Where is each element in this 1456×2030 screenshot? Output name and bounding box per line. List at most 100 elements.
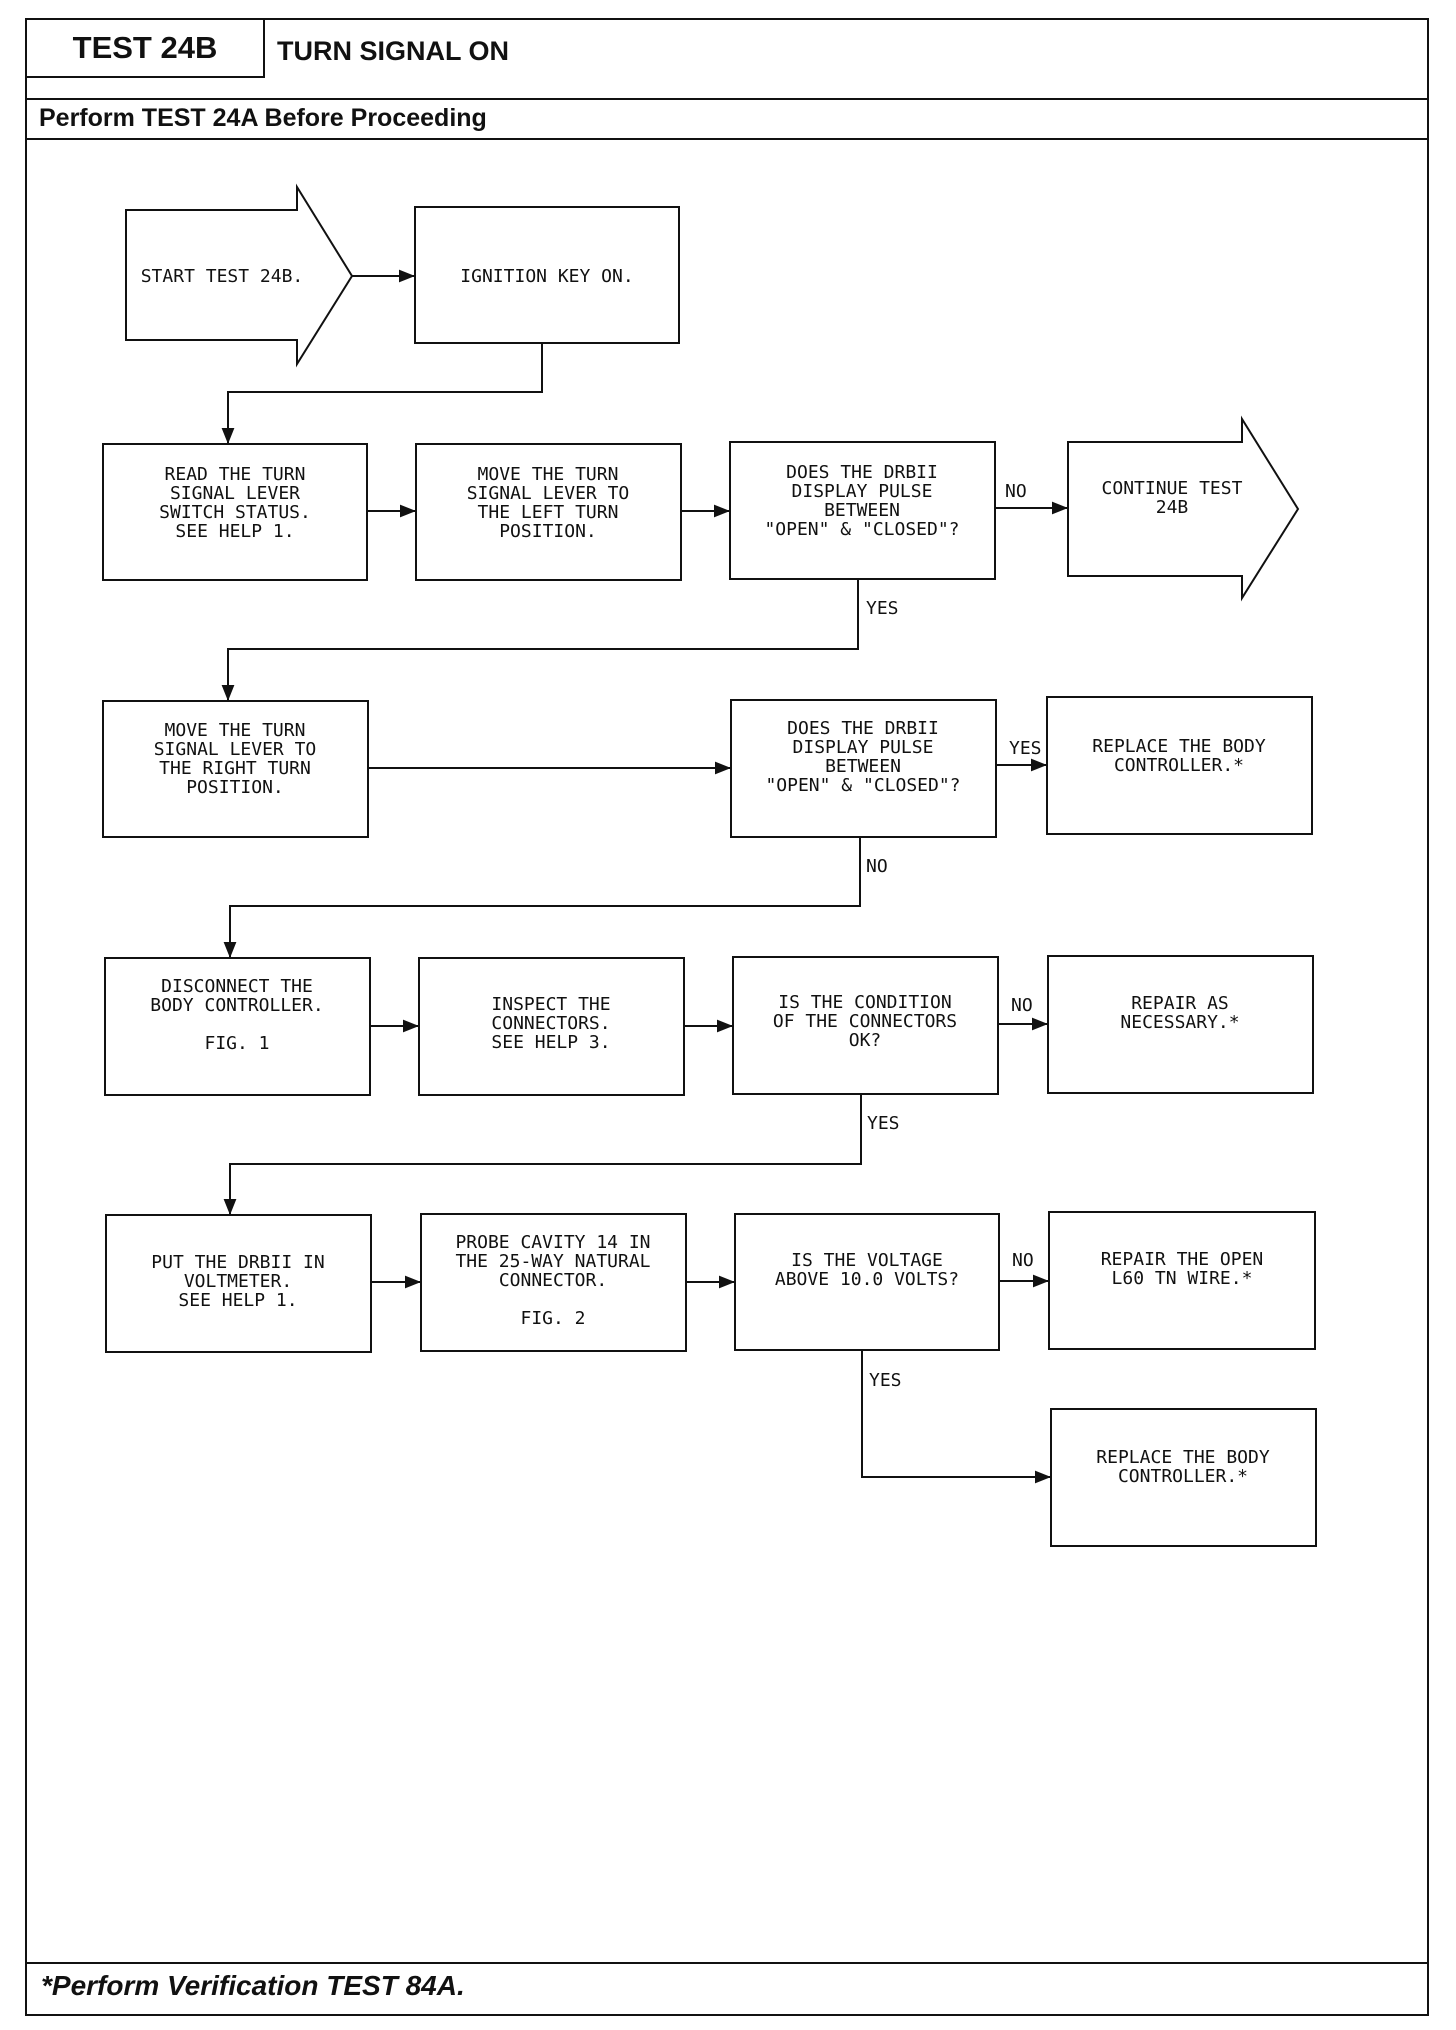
read-switch-node (102, 443, 368, 581)
node-text-line (232, 1014, 243, 1035)
node-text-line: MOVE THE TURN (478, 464, 619, 485)
continue-node (1067, 415, 1300, 602)
start-node (125, 183, 354, 368)
start-text: START TEST 24B. (141, 266, 304, 287)
node-text-line: OK? (849, 1030, 882, 1051)
prerequisite-note: Perform TEST 24A Before Proceeding (39, 104, 487, 132)
repair-necessary-node (1047, 955, 1314, 1094)
node-text-line: THE RIGHT TURN (159, 758, 311, 779)
pulse-left-question (729, 441, 996, 580)
label-yes-4: YES (869, 1370, 902, 1391)
inspect-node (418, 957, 685, 1096)
node-text-line: REPLACE THE BODY (1092, 736, 1266, 757)
node-text-line: THE 25-WAY NATURAL (455, 1251, 650, 1272)
node-text-line: CONNECTOR. (499, 1270, 607, 1291)
node-text-line: ABOVE 10.0 VOLTS? (775, 1269, 959, 1290)
repair-open-node (1048, 1211, 1316, 1350)
replace-controller-node-1 (1046, 696, 1313, 835)
node-text-line: PROBE CAVITY 14 IN (455, 1232, 650, 1253)
node-text-line: FIG. 1 (204, 1033, 269, 1054)
node-text-line: REPLACE THE BODY (1096, 1447, 1270, 1468)
replace-controller-node-2 (1050, 1408, 1317, 1547)
footer-divider (27, 1962, 1427, 1964)
node-text-line: DISCONNECT THE (161, 976, 313, 997)
connector-pulse-left-yes (221, 579, 859, 701)
node-text-line: POSITION. (186, 777, 284, 798)
node-text-line: NECESSARY.* (1120, 1012, 1239, 1033)
label-yes-1: YES (866, 598, 899, 619)
connector-ignition-read (221, 343, 543, 444)
node-text-line: SEE HELP 1. (178, 1290, 297, 1311)
node-text-line: "OPEN" & "CLOSED"? (765, 775, 960, 796)
node-text-line: L60 TN WIRE.* (1112, 1268, 1253, 1289)
prerequisite-divider (27, 138, 1427, 140)
node-text-line: DOES THE DRBII (786, 462, 938, 483)
label-no-4: NO (1012, 1250, 1034, 1271)
voltmeter-node (105, 1214, 372, 1353)
probe-node (420, 1213, 687, 1352)
label-no-3: NO (1011, 995, 1033, 1016)
node-text-line: IS THE CONDITION (778, 992, 951, 1013)
node-text-line: CONTROLLER.* (1118, 1466, 1248, 1487)
node-text-line: IGNITION KEY ON. (460, 266, 633, 287)
node-text-line: VOLTMETER. (184, 1271, 292, 1292)
label-yes-3: YES (867, 1113, 900, 1134)
header-divider (27, 98, 1427, 100)
node-text-line: SWITCH STATUS. (159, 502, 311, 523)
ignition-text: IGNITION KEY ON. (460, 266, 633, 287)
node-text-line: REPAIR THE OPEN (1101, 1249, 1264, 1270)
node-text-line: SIGNAL LEVER (170, 483, 300, 504)
node-text-line: DOES THE DRBII (787, 718, 939, 739)
connectors-question (732, 956, 999, 1095)
label-no-1: NO (1005, 481, 1027, 502)
node-text-line: INSPECT THE (491, 994, 610, 1015)
move-right-node (102, 700, 369, 838)
label-yes-2: YES (1009, 738, 1042, 759)
node-text-line: OF THE CONNECTORS (773, 1011, 957, 1032)
node-text-line: THE LEFT TURN (478, 502, 619, 523)
node-text-line: CONTINUE TEST (1102, 478, 1243, 499)
node-text-line: SEE HELP 3. (491, 1032, 610, 1053)
node-text-line: BETWEEN (825, 756, 901, 777)
test-title: TURN SIGNAL ON (277, 36, 510, 66)
footer-note: *Perform Verification TEST 84A. (41, 1970, 465, 2001)
node-text-line: SIGNAL LEVER TO (467, 483, 630, 504)
node-text-line: SEE HELP 1. (175, 521, 294, 542)
voltage-question (734, 1213, 1000, 1351)
pulse-right-question (730, 699, 997, 838)
node-text-line: BODY CONTROLLER. (150, 995, 323, 1016)
node-text-line: START TEST 24B. (141, 266, 304, 287)
node-text-line: "OPEN" & "CLOSED"? (764, 519, 959, 540)
connector-connectors-yes (223, 1094, 862, 1215)
test-id: TEST 24B (27, 20, 265, 78)
node-text-line: CONNECTORS. (491, 1013, 610, 1034)
node-text-line: SIGNAL LEVER TO (154, 739, 317, 760)
node-text-line: READ THE TURN (165, 464, 306, 485)
ignition-node (414, 206, 680, 344)
node-text-line (548, 1289, 559, 1310)
node-text-line: DISPLAY PULSE (792, 481, 933, 502)
connector-pulse-right-no (223, 837, 861, 958)
node-text-line: 24B (1156, 497, 1189, 518)
node-text-line: CONTROLLER.* (1114, 755, 1244, 776)
node-text-line: PUT THE DRBII IN (151, 1252, 324, 1273)
label-no-2: NO (866, 856, 888, 877)
node-text-line: IS THE VOLTAGE (791, 1250, 943, 1271)
